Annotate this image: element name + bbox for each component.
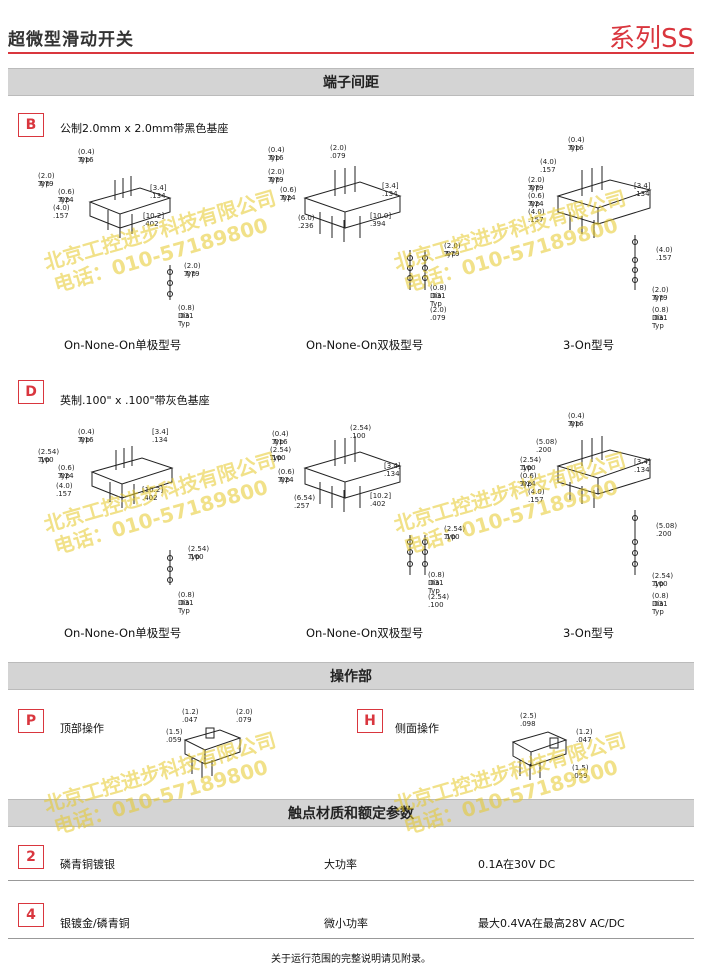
- actuator-h-code: H: [357, 709, 383, 733]
- option-b-code: B: [18, 113, 44, 137]
- section-actuator: 操作部: [8, 662, 694, 690]
- contact-4-code: 4: [18, 903, 44, 927]
- option-d-code: D: [18, 380, 44, 404]
- page-title: 超微型滑动开关: [8, 30, 134, 50]
- header-rule: [8, 52, 694, 54]
- switch-drawing-d-double: [303, 436, 402, 512]
- option-b-description: 公制2.0mm x 2.0mm带黑色基座: [60, 122, 229, 135]
- actuator-h-label: 侧面操作: [395, 722, 439, 735]
- contact-4-rating: 最大0.4VA在最高28V AC/DC: [478, 917, 625, 930]
- caption-d-double: On-None-On双极型号: [306, 626, 424, 640]
- section-terminal-spacing: 端子间距: [8, 68, 694, 96]
- contact-divider: [8, 880, 694, 881]
- top-actuator-drawing: [183, 727, 242, 778]
- switch-drawing-b-3on: [556, 166, 652, 238]
- pin-pattern-d-double: [407, 535, 428, 575]
- option-d-drawings: [90, 436, 652, 585]
- option-b-drawings: [88, 166, 652, 300]
- caption-b-double: On-None-On双极型号: [306, 338, 424, 352]
- option-d-description: 英制.100" x .100"带灰色基座: [60, 394, 210, 407]
- side-actuator-drawing: [511, 731, 568, 780]
- actuator-p-code: P: [18, 709, 44, 733]
- contact-2-code: 2: [18, 845, 44, 869]
- switch-drawing-b-double: [303, 166, 402, 242]
- contact-2-material: 磷青铜镀银: [60, 858, 115, 871]
- footer-note: 关于运行范围的完整说明请见附录。: [271, 954, 431, 965]
- caption-b-3on: 3-On型号: [563, 338, 615, 352]
- pin-pattern-b-3on: [632, 235, 638, 290]
- switch-drawing-b-single: [88, 176, 172, 238]
- caption-d-single: On-None-On单极型号: [64, 626, 182, 640]
- switch-drawing-d-3on: [556, 436, 652, 508]
- contact-4-type: 微小功率: [324, 917, 368, 930]
- contact-bottom-rule: [8, 938, 694, 939]
- pin-pattern-d-single: [167, 550, 173, 585]
- switch-drawing-d-single: [90, 446, 174, 508]
- caption-d-3on: 3-On型号: [563, 626, 615, 640]
- contact-2-type: 大功率: [324, 858, 357, 871]
- pin-pattern-b-double: [407, 250, 428, 290]
- contact-2-rating: 0.1A在30V DC: [478, 858, 556, 871]
- pin-pattern-b-single: [167, 265, 173, 300]
- caption-b-single: On-None-On单极型号: [64, 338, 182, 352]
- actuator-p-label: 顶部操作: [60, 722, 104, 735]
- pin-pattern-d-3on: [632, 510, 638, 575]
- section-contact: 触点材质和额定参数: [8, 799, 694, 827]
- contact-4-material: 银镀金/磷青铜: [60, 917, 130, 930]
- series-title: 系列SS: [608, 24, 694, 54]
